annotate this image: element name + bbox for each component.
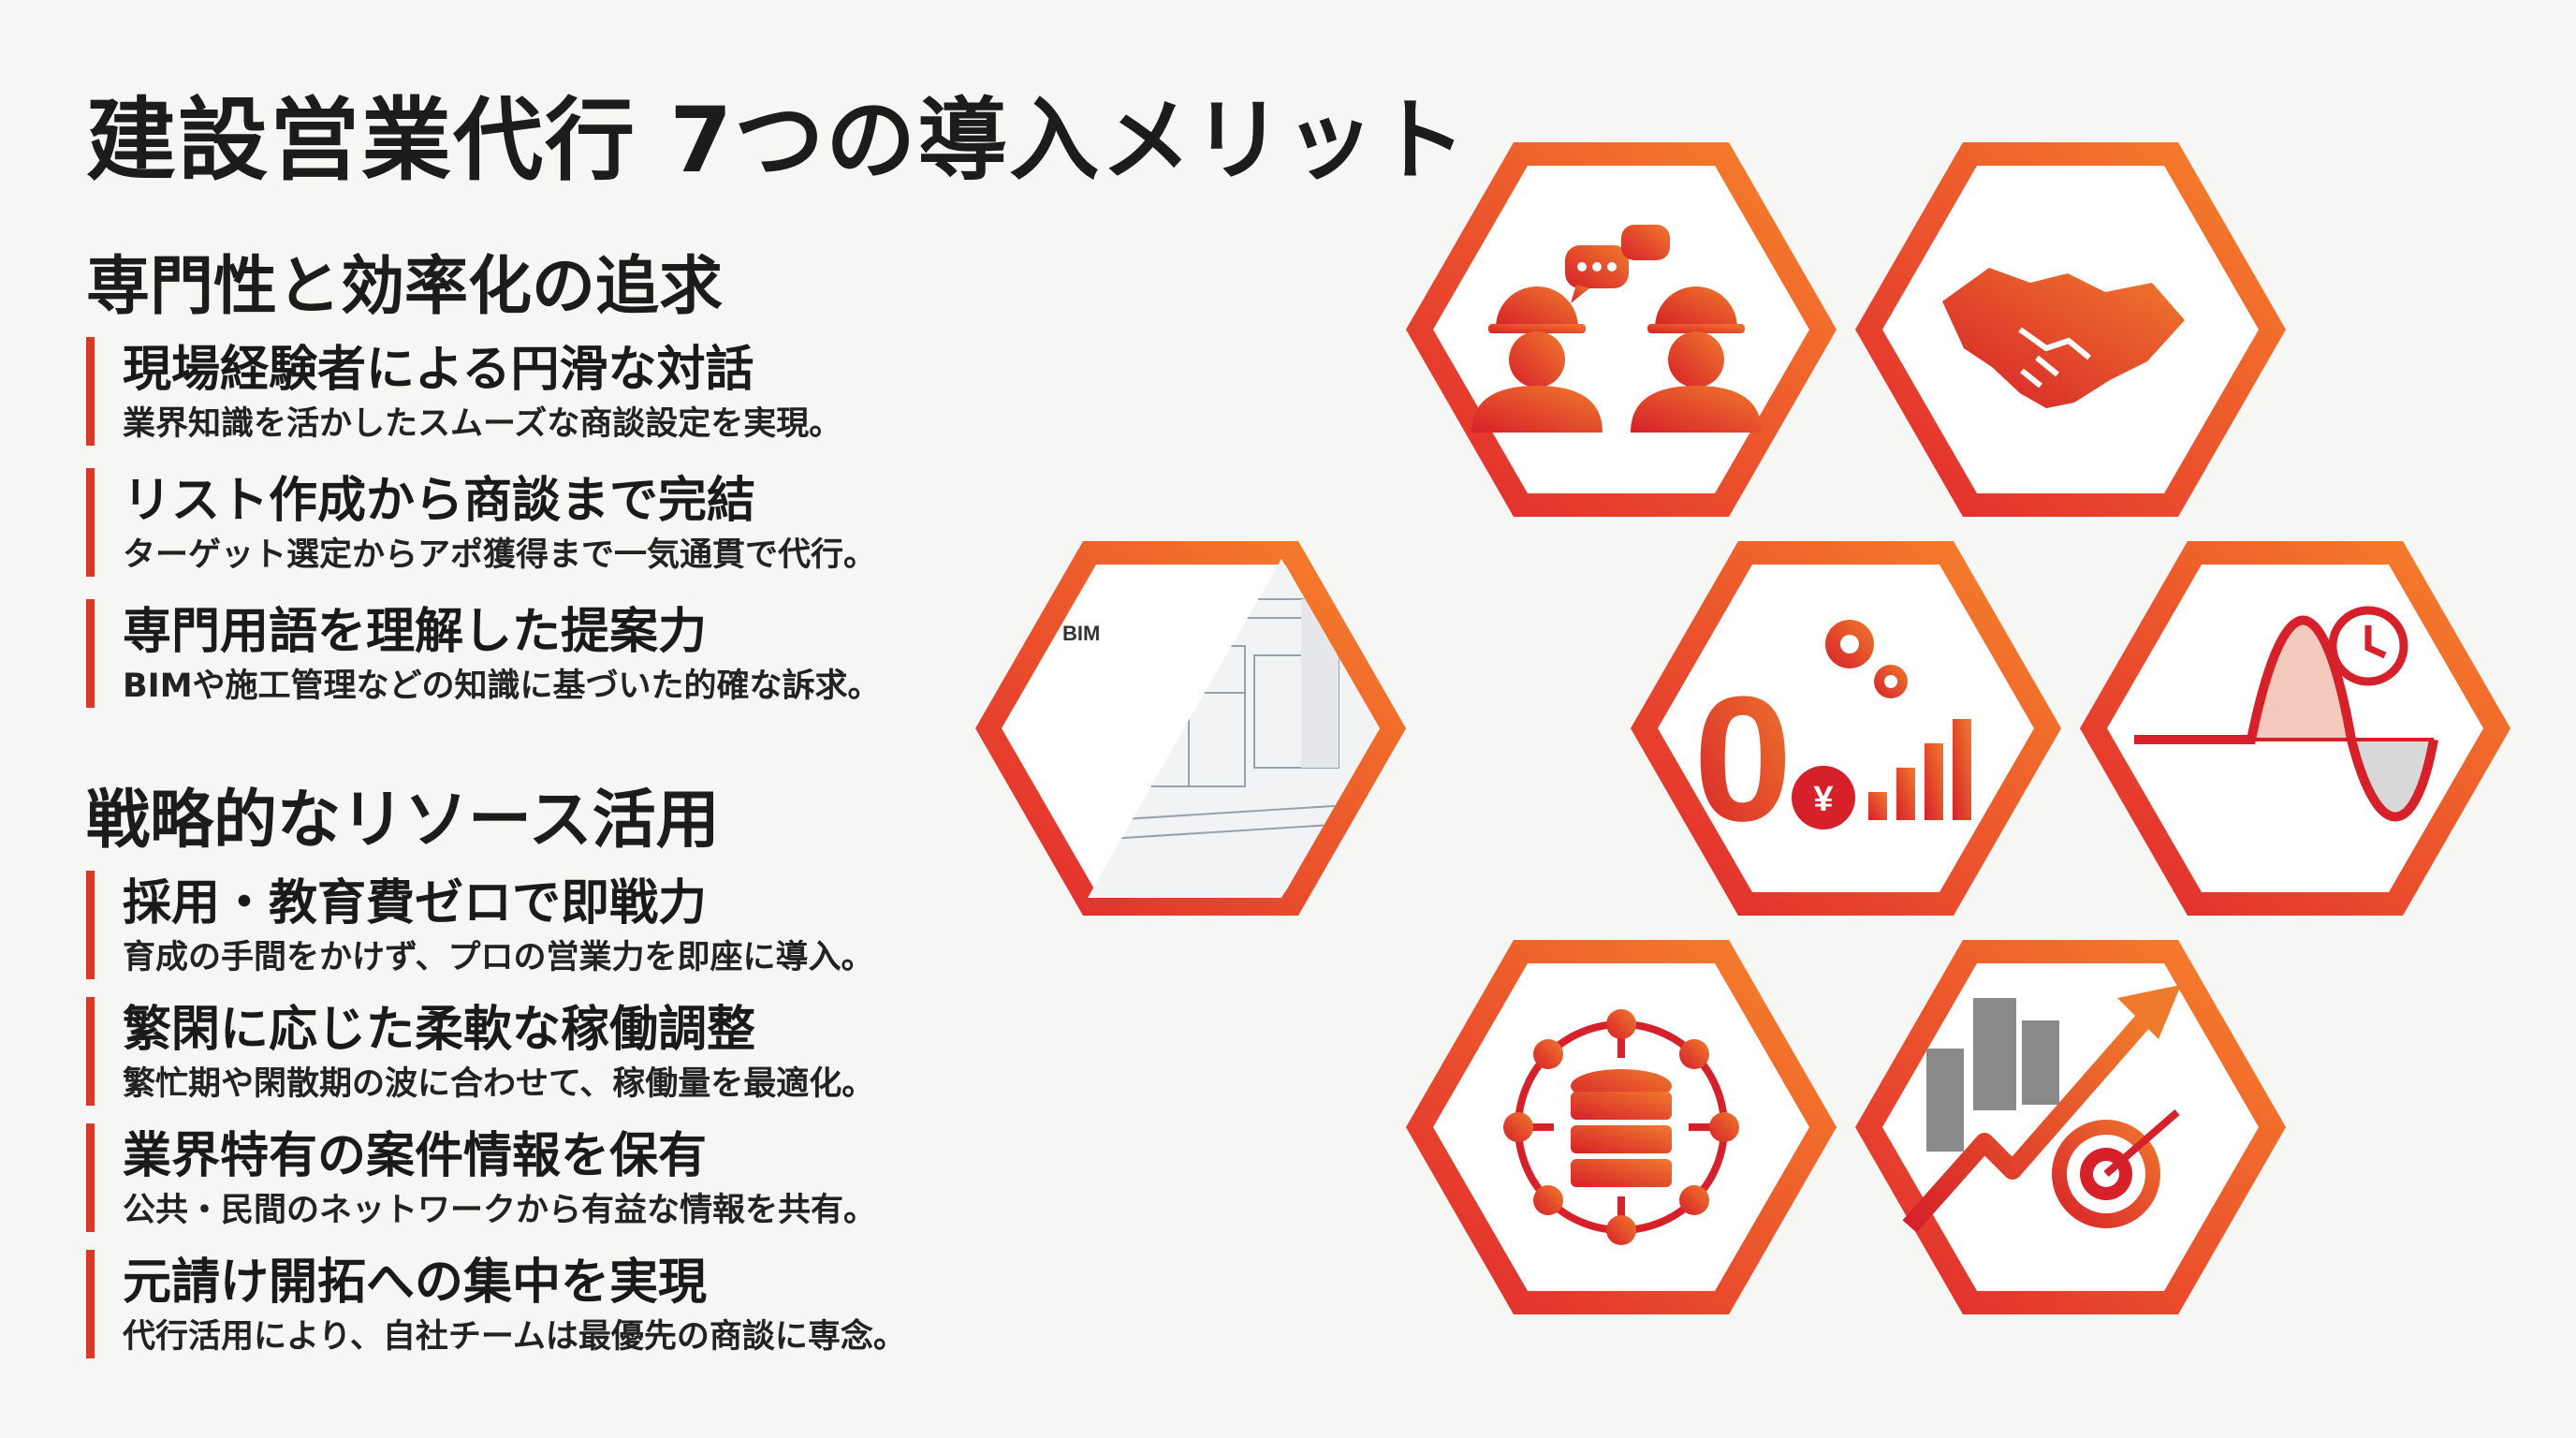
benefit-description: 業界知識を活かしたスムーズな商談設定を実現。 (123, 405, 842, 443)
hexagon-database-network (1406, 940, 1837, 1314)
hexagon-workers (1406, 142, 1837, 517)
hexagon-bim: BIM (975, 541, 1406, 916)
benefit-item: 業界特有の案件情報を保有 公共・民間のネットワークから有益な情報を共有。 (86, 1123, 1115, 1232)
benefit-description: 代行活用により、自社チームは最優先の商談に専念。 (123, 1318, 906, 1356)
hexagon-handshake (1855, 142, 2286, 517)
bim-label: BIM (1062, 622, 1100, 645)
demand-wave-clock-icon (2133, 606, 2438, 822)
page-title: 建設営業代行 7つの導入メリット (86, 88, 1469, 193)
benefit-title: 業界特有の案件情報を保有 (123, 1128, 708, 1184)
benefit-item: 専門用語を理解した提案力 BIMや施工管理などの知識に基づいた的確な訴求。 (86, 599, 1115, 708)
benefit-item: 繁閑に応じた柔軟な稼働調整 繁忙期や閑散期の波に合わせて、稼働量を最適化。 (86, 997, 1115, 1106)
construction-workers-chat-icon (1471, 225, 1762, 433)
benefit-title: 現場経験者による円滑な対話 (123, 342, 754, 398)
benefit-title: 繁閑に応じた柔軟な稼働調整 (123, 1002, 756, 1058)
benefit-item: 採用・教育費ゼロで即戦力 育成の手間をかけず、プロの営業力を即座に導入。 (86, 871, 1115, 979)
benefit-description: ターゲット選定からアポ獲得まで一気通貫で代行。 (123, 536, 877, 574)
zero-cost-gears-chart-icon: 0 ¥ (1693, 620, 1971, 858)
benefit-title: 採用・教育費ゼロで即戦力 (123, 875, 708, 932)
benefit-title: 元請け開拓への集中を実現 (123, 1255, 708, 1311)
benefit-description: 繁忙期や閑散期の波に合わせて、稼働量を最適化。 (123, 1065, 875, 1103)
hexagon-zero-cost: 0 ¥ (1631, 541, 2061, 916)
benefit-description: 公共・民間のネットワークから有益な情報を共有。 (123, 1192, 877, 1229)
hexagon-growth (1855, 940, 2286, 1314)
growth-arrow-target-icon (1902, 985, 2181, 1233)
benefit-item: 元請け開拓への集中を実現 代行活用により、自社チームは最優先の商談に専念。 (86, 1250, 1115, 1358)
benefit-description: BIMや施工管理などの知識に基づいた的確な訴求。 (123, 668, 881, 705)
yen-mark: ¥ (1813, 780, 1833, 819)
benefit-item: リスト作成から商談まで完結 ターゲット選定からアポ獲得まで一気通貫で代行。 (86, 468, 1115, 577)
zero-mark: 0 (1693, 660, 1793, 858)
hexagon-demand-wave (2080, 541, 2510, 916)
benefit-title: 専門用語を理解した提案力 (123, 604, 708, 660)
section-heading-resources: 戦略的なリソース活用 (86, 784, 720, 858)
benefit-description: 育成の手間をかけず、プロの営業力を即座に導入。 (123, 939, 874, 976)
handshake-icon (1942, 268, 2185, 408)
benefit-item: 現場経験者による円滑な対話 業界知識を活かしたスムーズな商談設定を実現。 (86, 337, 1115, 446)
benefit-title: リスト作成から商談まで完結 (123, 473, 756, 529)
section-heading-expertise: 専門性と効率化の追求 (86, 250, 724, 324)
